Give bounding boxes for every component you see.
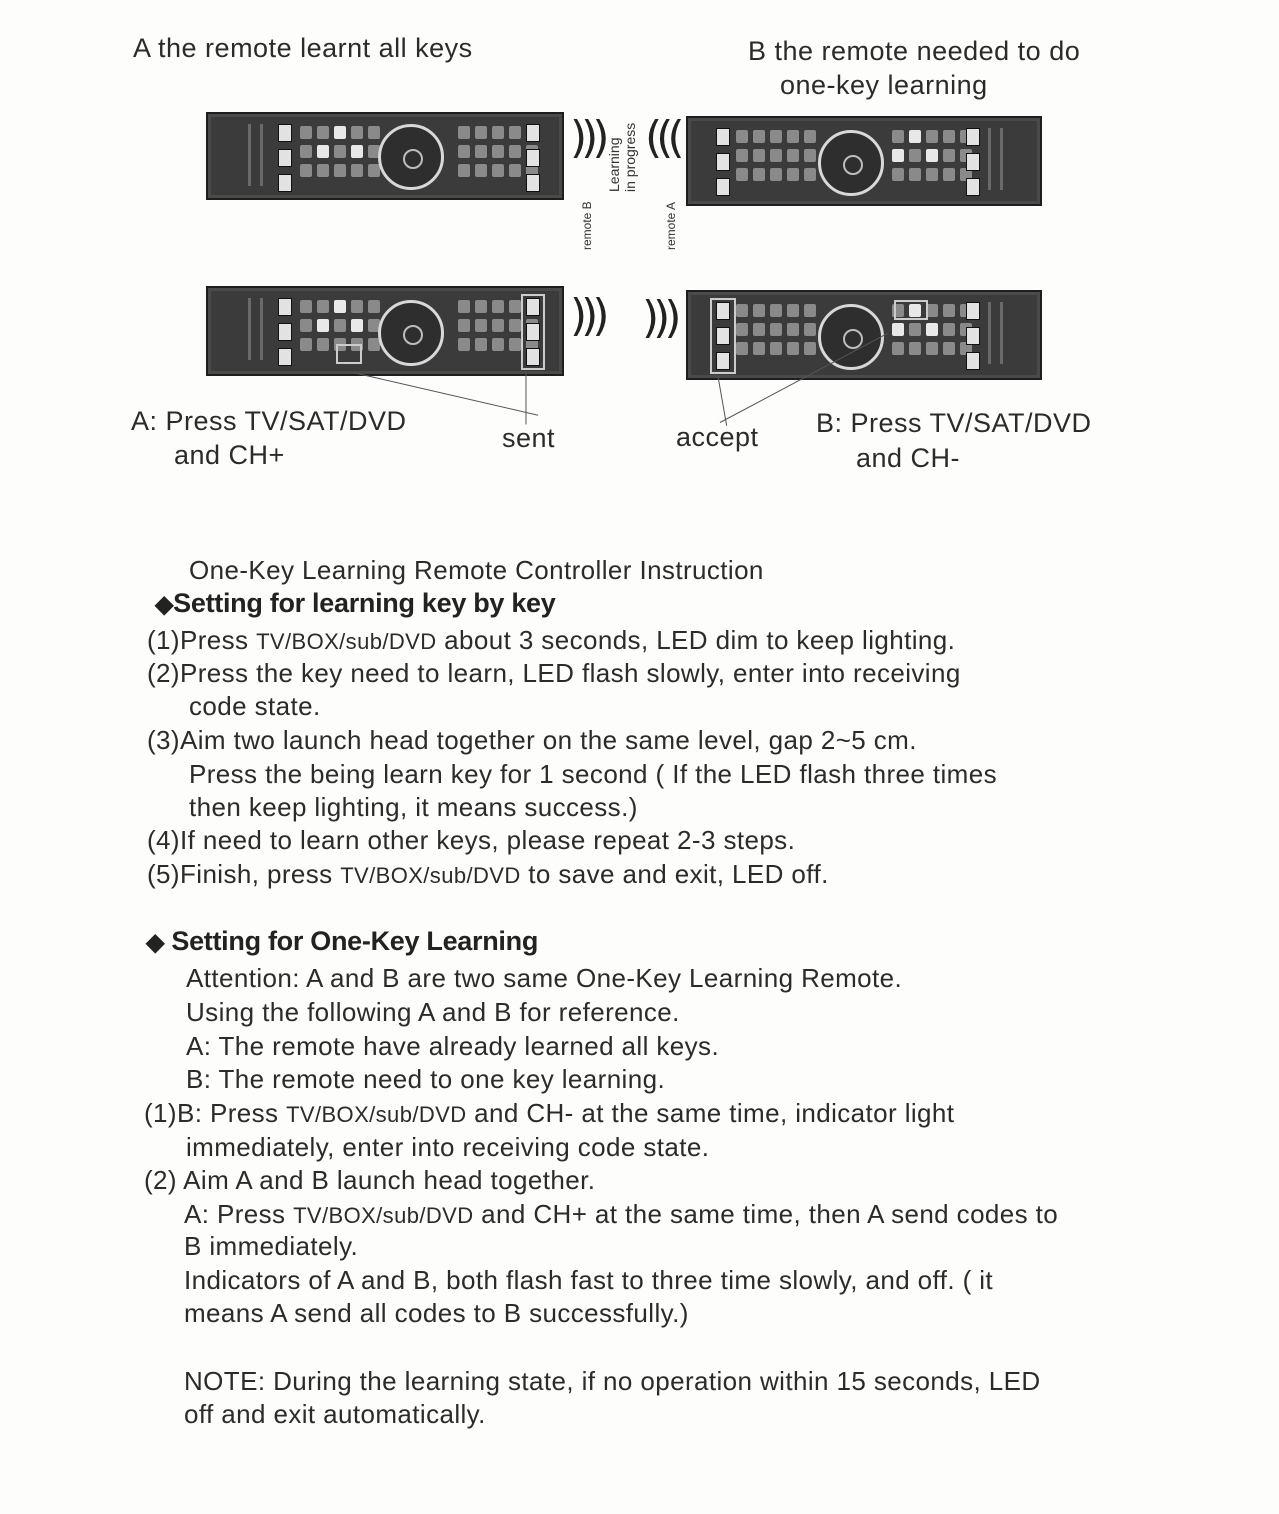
attention-line3: A: The remote have already learned all k… — [186, 1031, 720, 1061]
label-sent: sent — [502, 423, 556, 453]
signal-waves-received: ))) — [642, 292, 681, 343]
press-b-line1: B: Press TV/SAT/DVD — [816, 408, 1092, 438]
remote-b-bottom-illustration — [686, 290, 1042, 380]
onekey-step2-line1: (2) Aim A and B launch head together. — [144, 1165, 596, 1195]
leader-line-a-channel — [525, 372, 527, 425]
label-learning: Learning — [606, 137, 622, 193]
step1: (1)Press TV/BOX/sub/DVD about 3 seconds,… — [147, 625, 956, 655]
onekey-step1-line2: immediately, enter into receiving code s… — [186, 1132, 710, 1162]
press-a-line2: and CH+ — [174, 440, 285, 470]
step4: (4)If need to learn other keys, please r… — [147, 825, 796, 855]
note-line2: off and exit automatically. — [184, 1399, 486, 1429]
caption-remote-b-line2: one-key learning — [780, 70, 988, 100]
section1-heading: ◆Setting for learning key by key — [155, 588, 556, 618]
onekey-step2-line4: Indicators of A and B, both flash fast t… — [184, 1265, 994, 1295]
press-a-line1: A: Press TV/SAT/DVD — [131, 406, 407, 436]
step2-line2: code state. — [189, 691, 321, 721]
attention-line4: B: The remote need to one key learning. — [186, 1064, 666, 1094]
signal-waves-left: ((( — [645, 112, 684, 163]
step3-line2: Press the being learn key for 1 second (… — [189, 759, 997, 789]
onekey-step1-line1: (1)B: Press TV/BOX/sub/DVD and CH- at th… — [144, 1098, 955, 1128]
attention-line1: Attention: A and B are two same One-Key … — [186, 963, 903, 993]
step2-line1: (2)Press the key need to learn, LED flas… — [147, 658, 961, 688]
note-line1: NOTE: During the learning state, if no o… — [184, 1366, 1041, 1396]
remote-b-top-illustration — [686, 116, 1042, 206]
onekey-step2-line5: means A send all codes to B successfully… — [184, 1298, 689, 1328]
bullet-diamond-icon: ◆ — [155, 591, 174, 618]
onekey-step2-line3: B immediately. — [184, 1231, 359, 1261]
signal-waves-sent: ))) — [570, 290, 609, 341]
label-remote-b: remote B — [580, 201, 594, 250]
label-accept: accept — [676, 422, 759, 452]
bullet-diamond-icon: ◆ — [146, 929, 165, 956]
attention-line2: Using the following A and B for referenc… — [186, 997, 680, 1027]
instruction-title: One-Key Learning Remote Controller Instr… — [189, 555, 764, 585]
remote-a-bottom-illustration — [206, 286, 564, 376]
onekey-step2-line2: A: Press TV/BOX/sub/DVD and CH+ at the s… — [184, 1199, 1059, 1229]
section2-heading: ◆ Setting for One-Key Learning — [146, 926, 539, 956]
label-in-progress: in progress — [622, 122, 638, 192]
label-remote-a: remote A — [664, 201, 678, 250]
signal-waves-right: ))) — [570, 112, 609, 163]
caption-remote-b-line1: B the remote needed to do — [748, 36, 1081, 66]
remote-a-top-illustration — [206, 112, 564, 200]
step5: (5)Finish, press TV/BOX/sub/DVD to save … — [147, 859, 829, 889]
step3-line1: (3)Aim two launch head together on the s… — [147, 725, 917, 755]
caption-remote-a: A the remote learnt all keys — [133, 33, 473, 63]
step3-line3: then keep lighting, it means success.) — [189, 792, 638, 822]
press-b-line2: and CH- — [856, 443, 961, 473]
